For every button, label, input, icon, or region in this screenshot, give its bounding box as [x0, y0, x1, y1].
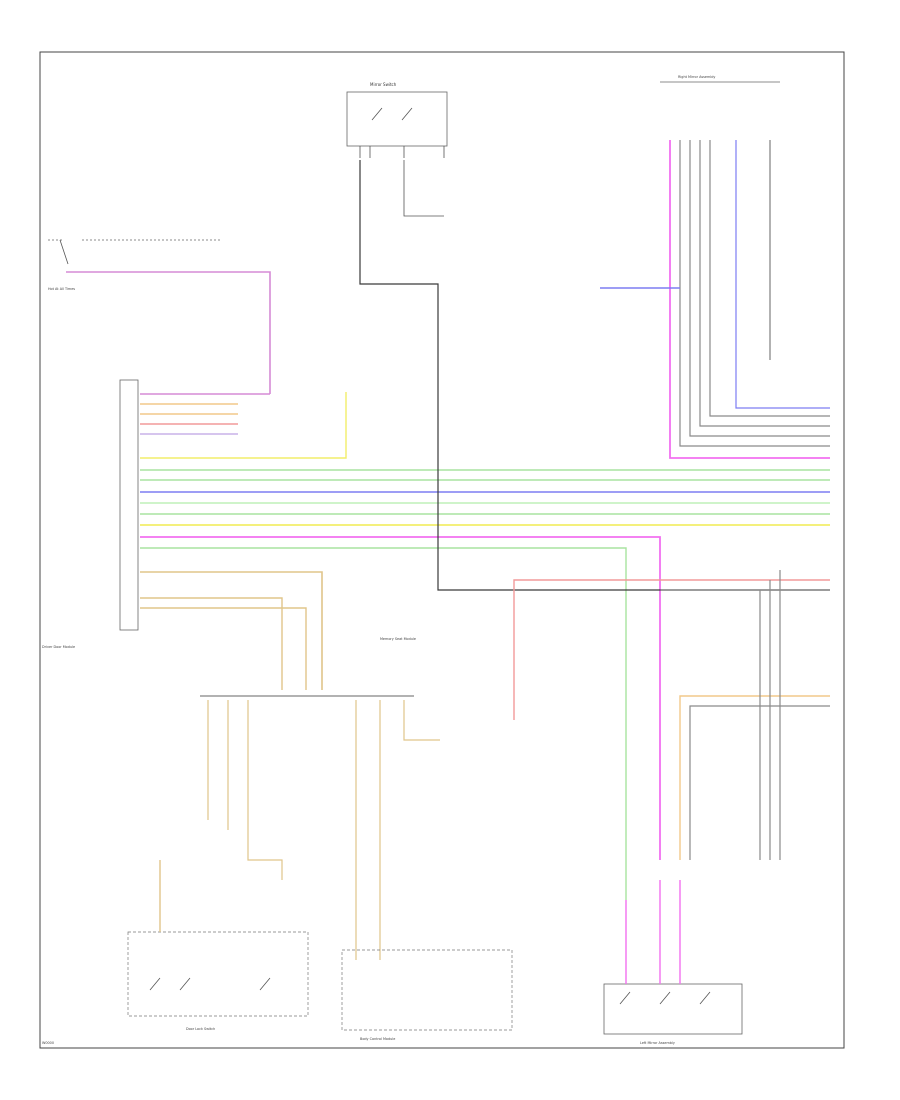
hot-at-all-times-label: Hot At All Times: [48, 287, 75, 291]
bus-wires: [140, 469, 830, 900]
left-mirror-assembly: Left Mirror Assembly: [603, 880, 743, 1045]
memory-seat-module-label: Memory Seat Module: [380, 637, 416, 641]
top-right-connector: Right Mirror Assembly: [660, 75, 780, 83]
gray-cable: [359, 160, 660, 591]
door-lock-switch-label: Door Lock Switch: [186, 1027, 215, 1031]
mirror-switch-label: Mirror Switch: [370, 82, 397, 87]
right-feed-wires: [513, 570, 830, 860]
mirror-switch-component: Mirror Switch: [346, 82, 448, 217]
footer-code: W0000: [42, 1041, 54, 1045]
right-bundle: [600, 140, 830, 459]
driver-door-module: Driver Door Module: [42, 379, 139, 649]
left-mirror-label: Left Mirror Assembly: [640, 1041, 675, 1045]
hot-switch: Hot At All Times: [48, 239, 271, 394]
body-control-module: Body Control Module: [341, 949, 513, 1041]
diagram-frame: [39, 51, 845, 1049]
body-control-label: Body Control Module: [360, 1037, 395, 1041]
door-lock-switch: Door Lock Switch: [127, 860, 309, 1031]
driver-door-module-label: Driver Door Module: [42, 645, 75, 649]
right-mirror-label: Right Mirror Assembly: [678, 75, 715, 79]
splice-bus: Memory Seat Module: [200, 637, 440, 960]
module-short-wires: [140, 392, 347, 459]
